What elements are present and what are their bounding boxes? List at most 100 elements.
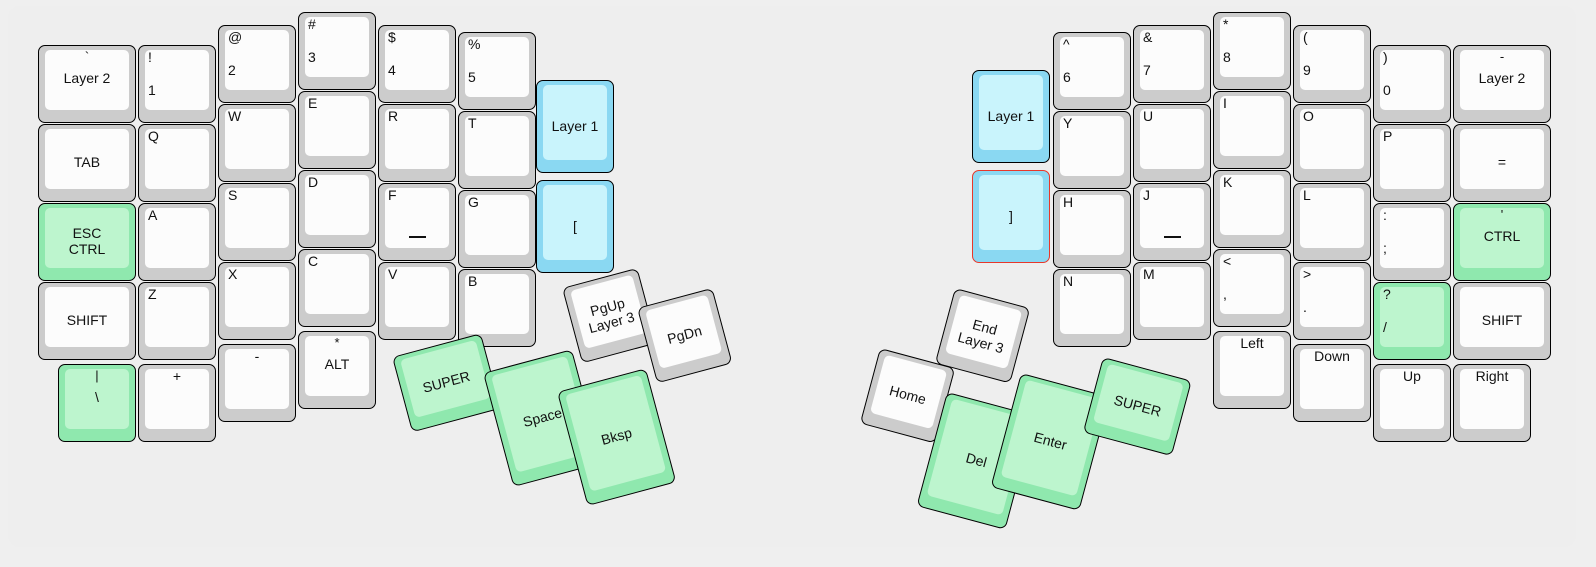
key-l-c5-r1[interactable]: $4 [378,25,456,103]
keycap-surface [1300,349,1364,409]
key-l-c3-r5[interactable]: - [218,344,296,422]
keycap-surface [305,254,369,314]
key-l-c4-r3[interactable]: D [298,170,376,248]
key-l-c2-r3[interactable]: A [138,203,216,281]
keycap-surface [225,349,289,409]
keycap-surface [645,294,723,369]
key-r-c7-r2[interactable]: = [1453,124,1551,202]
keycap-surface [1300,188,1364,248]
key-r-c3-r1[interactable]: &7 [1133,25,1211,103]
key-l-c1-r2[interactable]: TAB [38,124,136,202]
keycap-surface [305,96,369,156]
keycap-surface [1460,50,1544,110]
key-r-c4-r2[interactable]: I [1213,91,1291,169]
keycap-surface [979,175,1043,250]
key-r-c5-r1[interactable]: (9 [1293,25,1371,103]
key-l-c6-r1[interactable]: %5 [458,32,536,110]
key-r-c1-r2[interactable]: ] [972,170,1050,263]
key-r-c6-r5[interactable]: Up [1373,364,1451,442]
key-r-c7-r4[interactable]: SHIFT [1453,282,1551,360]
key-r-c5-r3[interactable]: L [1293,183,1371,261]
keycap-surface [543,85,607,160]
key-l-c3-r3[interactable]: S [218,183,296,261]
keycap-surface [1220,336,1284,396]
keycap-surface [1060,37,1124,97]
key-r-c2-r2[interactable]: Y [1053,111,1131,189]
key-r-c2-r1[interactable]: ^6 [1053,32,1131,110]
key-r-c4-r1[interactable]: *8 [1213,12,1291,90]
key-r-c5-r2[interactable]: O [1293,104,1371,182]
key-l-c4-r4[interactable]: C [298,249,376,327]
key-r-c5-r4[interactable]: >. [1293,262,1371,340]
homing-bar-icon [1164,236,1181,238]
keycap-surface [45,50,129,110]
key-l-c1-r5[interactable]: |\ [58,364,136,442]
key-r-c4-r4[interactable]: <, [1213,249,1291,327]
key-r-c6-r3[interactable]: :; [1373,203,1451,281]
keycap-surface [465,195,529,255]
keycap-surface [145,369,209,429]
keycap-surface [145,129,209,189]
keycap-surface [385,188,449,248]
key-l-c6-r2[interactable]: T [458,111,536,189]
key-l-c2-r4[interactable]: Z [138,282,216,360]
key-r-c1-r1[interactable]: Layer 1 [972,70,1050,163]
key-r-c3-r2[interactable]: U [1133,104,1211,182]
key-r-c2-r3[interactable]: H [1053,190,1131,268]
keycap-surface [465,116,529,176]
key-r-c3-r3[interactable]: J [1133,183,1211,261]
keycap-surface [1300,30,1364,90]
key-l-c7-r2[interactable]: [ [536,180,614,273]
key-l-c4-r1[interactable]: #3 [298,12,376,90]
keycap-surface [1380,287,1444,347]
key-l-c3-r1[interactable]: @2 [218,25,296,103]
key-l-c2-r1[interactable]: !1 [138,45,216,123]
key-l-c2-r5[interactable]: + [138,364,216,442]
keycap-surface [1060,116,1124,176]
key-l-c4-r5[interactable]: *ALT [298,331,376,409]
keycap-surface [1140,267,1204,327]
keycap-surface [1380,50,1444,110]
key-r-c5-r5[interactable]: Down [1293,344,1371,422]
key-r-c2-r4[interactable]: N [1053,269,1131,347]
keycap-surface [1380,208,1444,268]
keycap-surface [225,30,289,90]
key-r-c3-r4[interactable]: M [1133,262,1211,340]
key-r-c7-r3[interactable]: 'CTRL [1453,203,1551,281]
key-r-c4-r3[interactable]: K [1213,170,1291,248]
keycap-surface [385,109,449,169]
keycap-surface [1380,129,1444,189]
key-r-c6-r2[interactable]: P [1373,124,1451,202]
key-r-c7-r1[interactable]: -Layer 2 [1453,45,1551,123]
key-l-c1-r4[interactable]: SHIFT [38,282,136,360]
key-r-c6-r4[interactable]: ?/ [1373,282,1451,360]
key-l-c1-r3[interactable]: ESC CTRL [38,203,136,281]
key-l-c6-r3[interactable]: G [458,190,536,268]
key-r-c7-r5[interactable]: Right [1453,364,1531,442]
key-r-c4-r5[interactable]: Left [1213,331,1291,409]
key-l-c5-r2[interactable]: R [378,104,456,182]
keycap-surface [1220,175,1284,235]
key-l-c1-r1[interactable]: `Layer 2 [38,45,136,123]
keycap-surface [385,30,449,90]
key-l-c7-r1[interactable]: Layer 1 [536,80,614,173]
keycap-surface [305,175,369,235]
keycap-surface [465,37,529,97]
key-l-c6-r4[interactable]: B [458,269,536,347]
key-l-c3-r4[interactable]: X [218,262,296,340]
homing-bar-icon [409,236,426,238]
key-l-c2-r2[interactable]: Q [138,124,216,202]
keycap-surface [305,17,369,77]
keycap-surface [1300,109,1364,169]
keycap-surface [543,185,607,260]
keycap-surface [385,267,449,327]
key-l-c3-r2[interactable]: W [218,104,296,182]
keycap-surface [45,129,129,189]
key-l-c5-r3[interactable]: F [378,183,456,261]
key-r-c6-r1[interactable]: )0 [1373,45,1451,123]
key-l-c4-r2[interactable]: E [298,91,376,169]
keycap-surface [565,374,667,492]
keycap-surface [1000,379,1102,497]
keycap-surface [305,336,369,396]
key-l-c5-r4[interactable]: V [378,262,456,340]
